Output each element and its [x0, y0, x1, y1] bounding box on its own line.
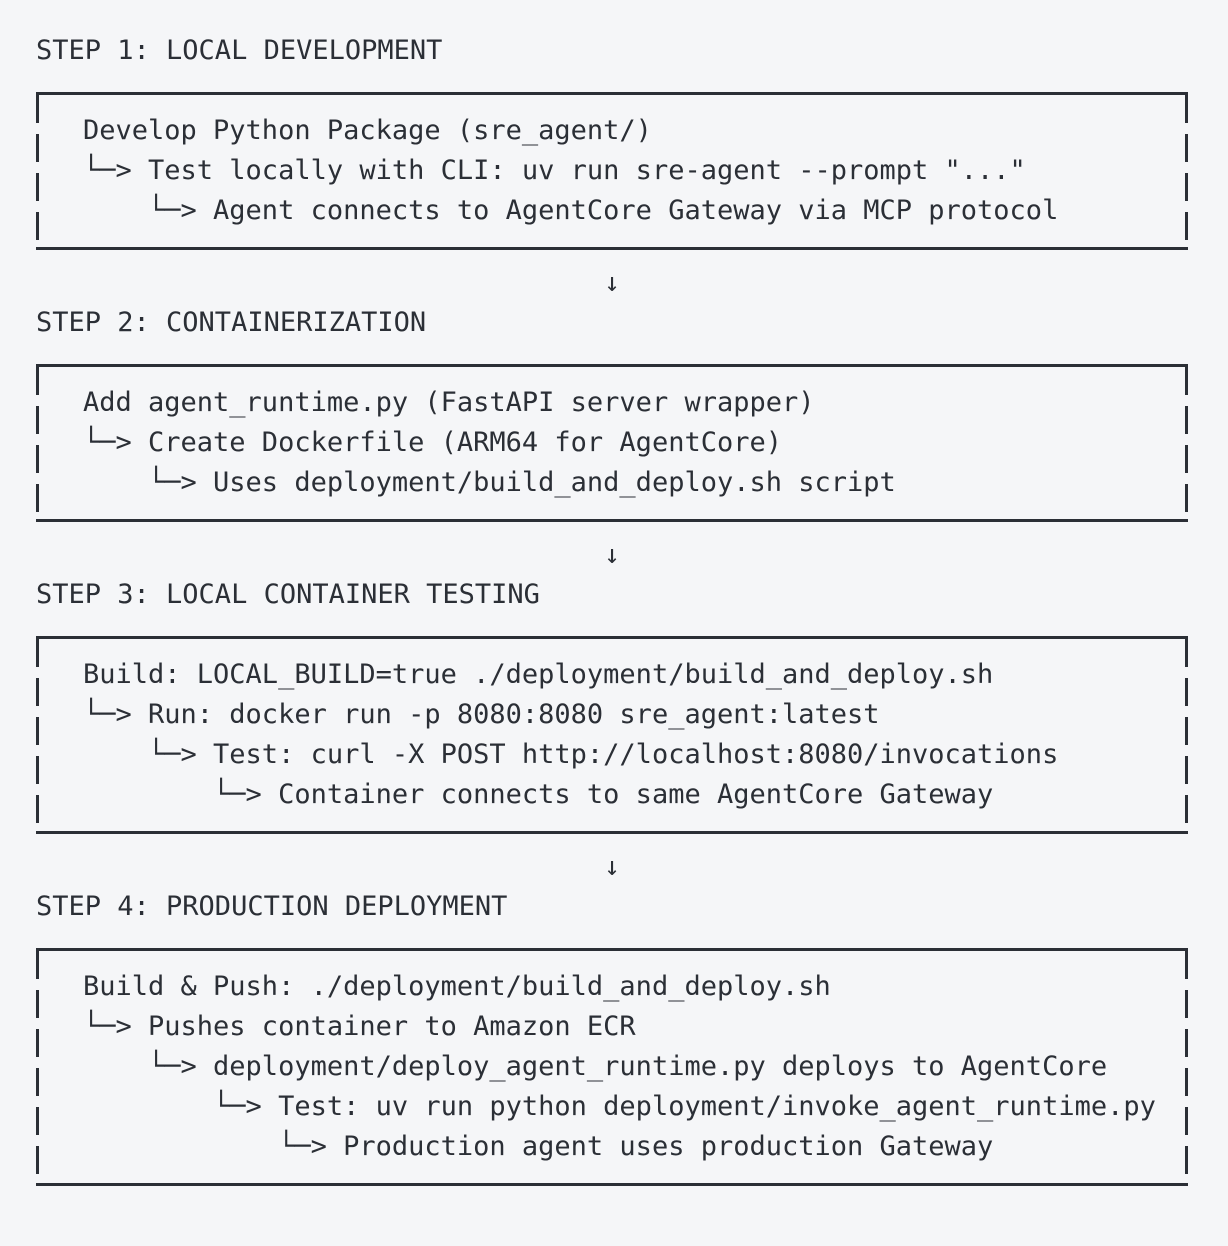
down-arrow-icon: ↓ [604, 268, 620, 298]
step-3-box: Build: LOCAL_BUILD=true ./deployment/bui… [36, 636, 1188, 834]
step-section-3: STEP 3: LOCAL CONTAINER TESTING Build: L… [36, 580, 1190, 834]
box-line: └─> Uses deployment/build_and_deploy.sh … [83, 467, 896, 498]
box-line: └─> Test: curl -X POST http://localhost:… [83, 739, 1059, 770]
box-line: └─> Test: uv run python deployment/invok… [83, 1091, 1156, 1122]
step-4-title: STEP 4: PRODUCTION DEPLOYMENT [36, 891, 508, 922]
box-line: └─> Test locally with CLI: uv run sre-ag… [83, 155, 1026, 186]
box-line: Build & Push: ./deployment/build_and_dep… [83, 971, 831, 1002]
step-2-box: Add agent_runtime.py (FastAPI server wra… [36, 364, 1188, 522]
box-line: Add agent_runtime.py (FastAPI server wra… [83, 387, 815, 418]
box-line: └─> Container connects to same AgentCore… [83, 779, 994, 810]
down-arrow-icon: ↓ [604, 852, 620, 882]
box-line: Build: LOCAL_BUILD=true ./deployment/bui… [83, 659, 994, 690]
box-line: Develop Python Package (sre_agent/) [83, 115, 652, 146]
diagram-root: STEP 1: LOCAL DEVELOPMENT Develop Python… [36, 36, 1190, 1186]
box-line: └─> Run: docker run -p 8080:8080 sre_age… [83, 699, 880, 730]
box-line: └─> Agent connects to AgentCore Gateway … [83, 195, 1059, 226]
step-section-4: STEP 4: PRODUCTION DEPLOYMENT Build & Pu… [36, 892, 1190, 1186]
step-1-box: Develop Python Package (sre_agent/) └─> … [36, 92, 1188, 250]
box-line: └─> Pushes container to Amazon ECR [83, 1011, 636, 1042]
box-line: └─> deployment/deploy_agent_runtime.py d… [83, 1051, 1108, 1082]
box-line: └─> Create Dockerfile (ARM64 for AgentCo… [83, 427, 782, 458]
step-3-title: STEP 3: LOCAL CONTAINER TESTING [36, 579, 540, 610]
step-1-title: STEP 1: LOCAL DEVELOPMENT [36, 35, 443, 66]
step-section-2: STEP 2: CONTAINERIZATION Add agent_runti… [36, 308, 1190, 522]
box-line: └─> Production agent uses production Gat… [83, 1131, 994, 1162]
step-section-1: STEP 1: LOCAL DEVELOPMENT Develop Python… [36, 36, 1190, 250]
step-4-box: Build & Push: ./deployment/build_and_dep… [36, 948, 1188, 1186]
step-2-title: STEP 2: CONTAINERIZATION [36, 307, 427, 338]
down-arrow-icon: ↓ [604, 540, 620, 570]
